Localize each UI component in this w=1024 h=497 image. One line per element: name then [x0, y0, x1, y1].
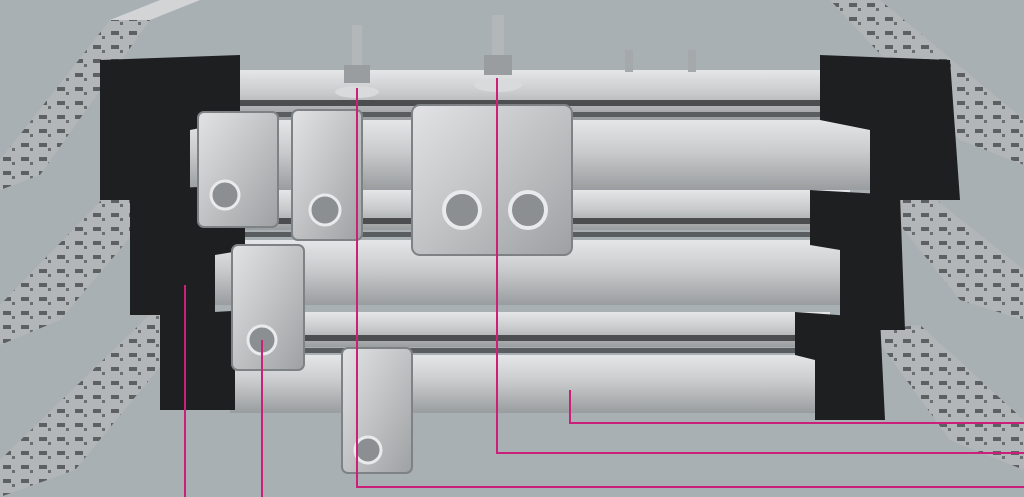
mounting-rail-bottom: [230, 312, 830, 413]
leader-lines: [184, 78, 1024, 497]
cable-clamps: [197, 104, 573, 474]
rail-brackets: [100, 55, 960, 420]
